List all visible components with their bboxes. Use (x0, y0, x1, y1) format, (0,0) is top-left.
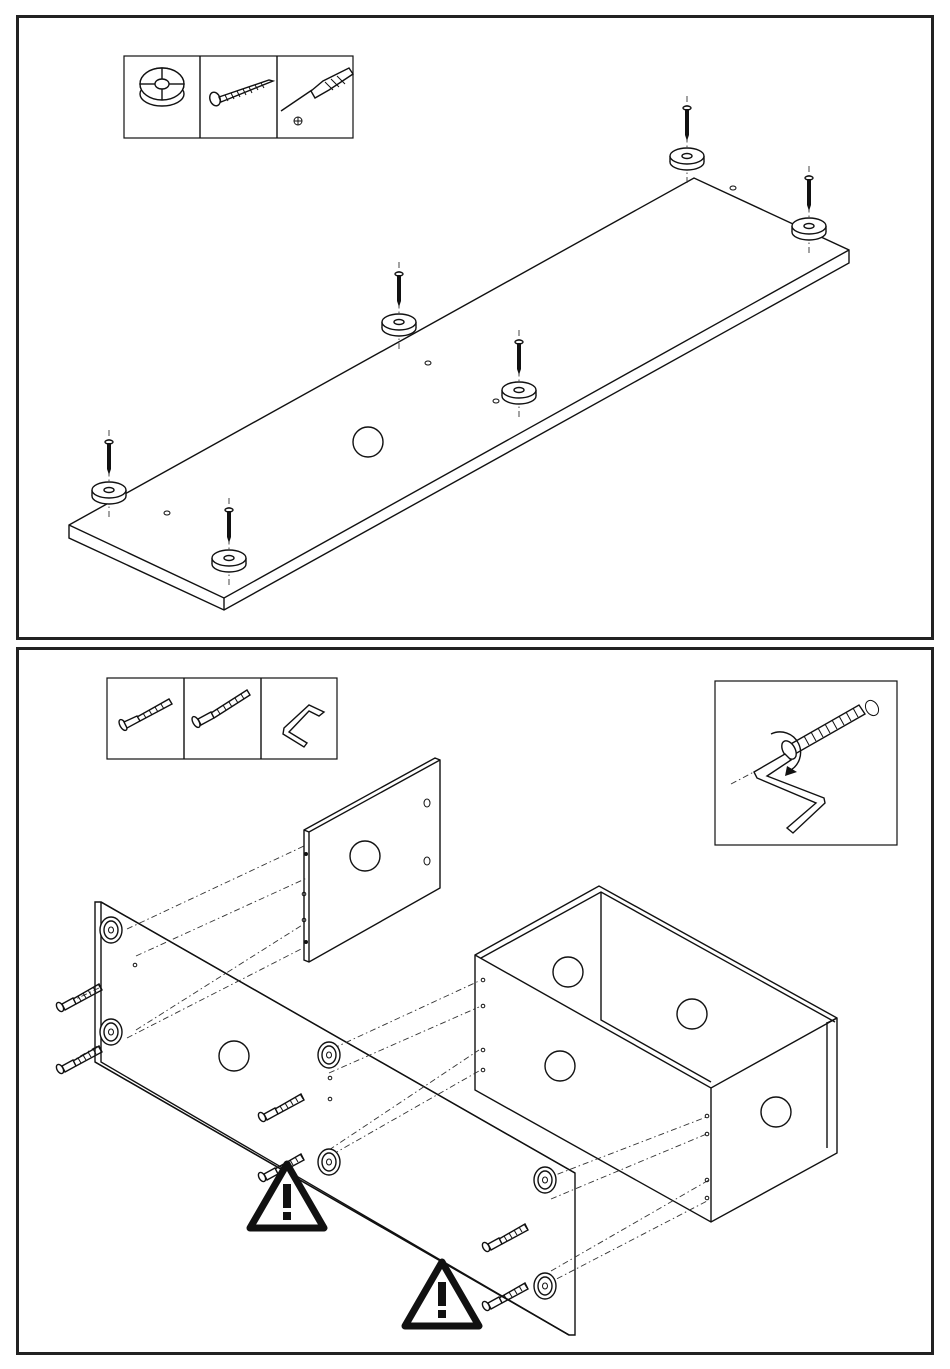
screw-icon (395, 272, 403, 307)
hardware-legend-2 (107, 678, 337, 759)
cam-lock (534, 1167, 556, 1193)
step-1-panel (16, 15, 934, 640)
side-panel (304, 758, 440, 962)
hardware-legend (124, 56, 353, 138)
cam-lock (318, 1149, 340, 1175)
step-2-panel (16, 647, 934, 1355)
glide-foot-icon (140, 68, 184, 106)
screw-icon (683, 106, 691, 141)
cam-lock (100, 917, 122, 943)
cam-lock (318, 1042, 340, 1068)
glide-foot-with-screw (670, 96, 704, 186)
screw-icon (805, 176, 813, 211)
step-1-drawing (19, 18, 937, 643)
cam-lock (100, 1019, 122, 1045)
step-2-drawing (19, 650, 937, 1358)
allen-key-detail-inset (715, 681, 897, 845)
screw-icon (105, 440, 113, 475)
bottom-panel (69, 178, 849, 610)
cam-lock (534, 1273, 556, 1299)
